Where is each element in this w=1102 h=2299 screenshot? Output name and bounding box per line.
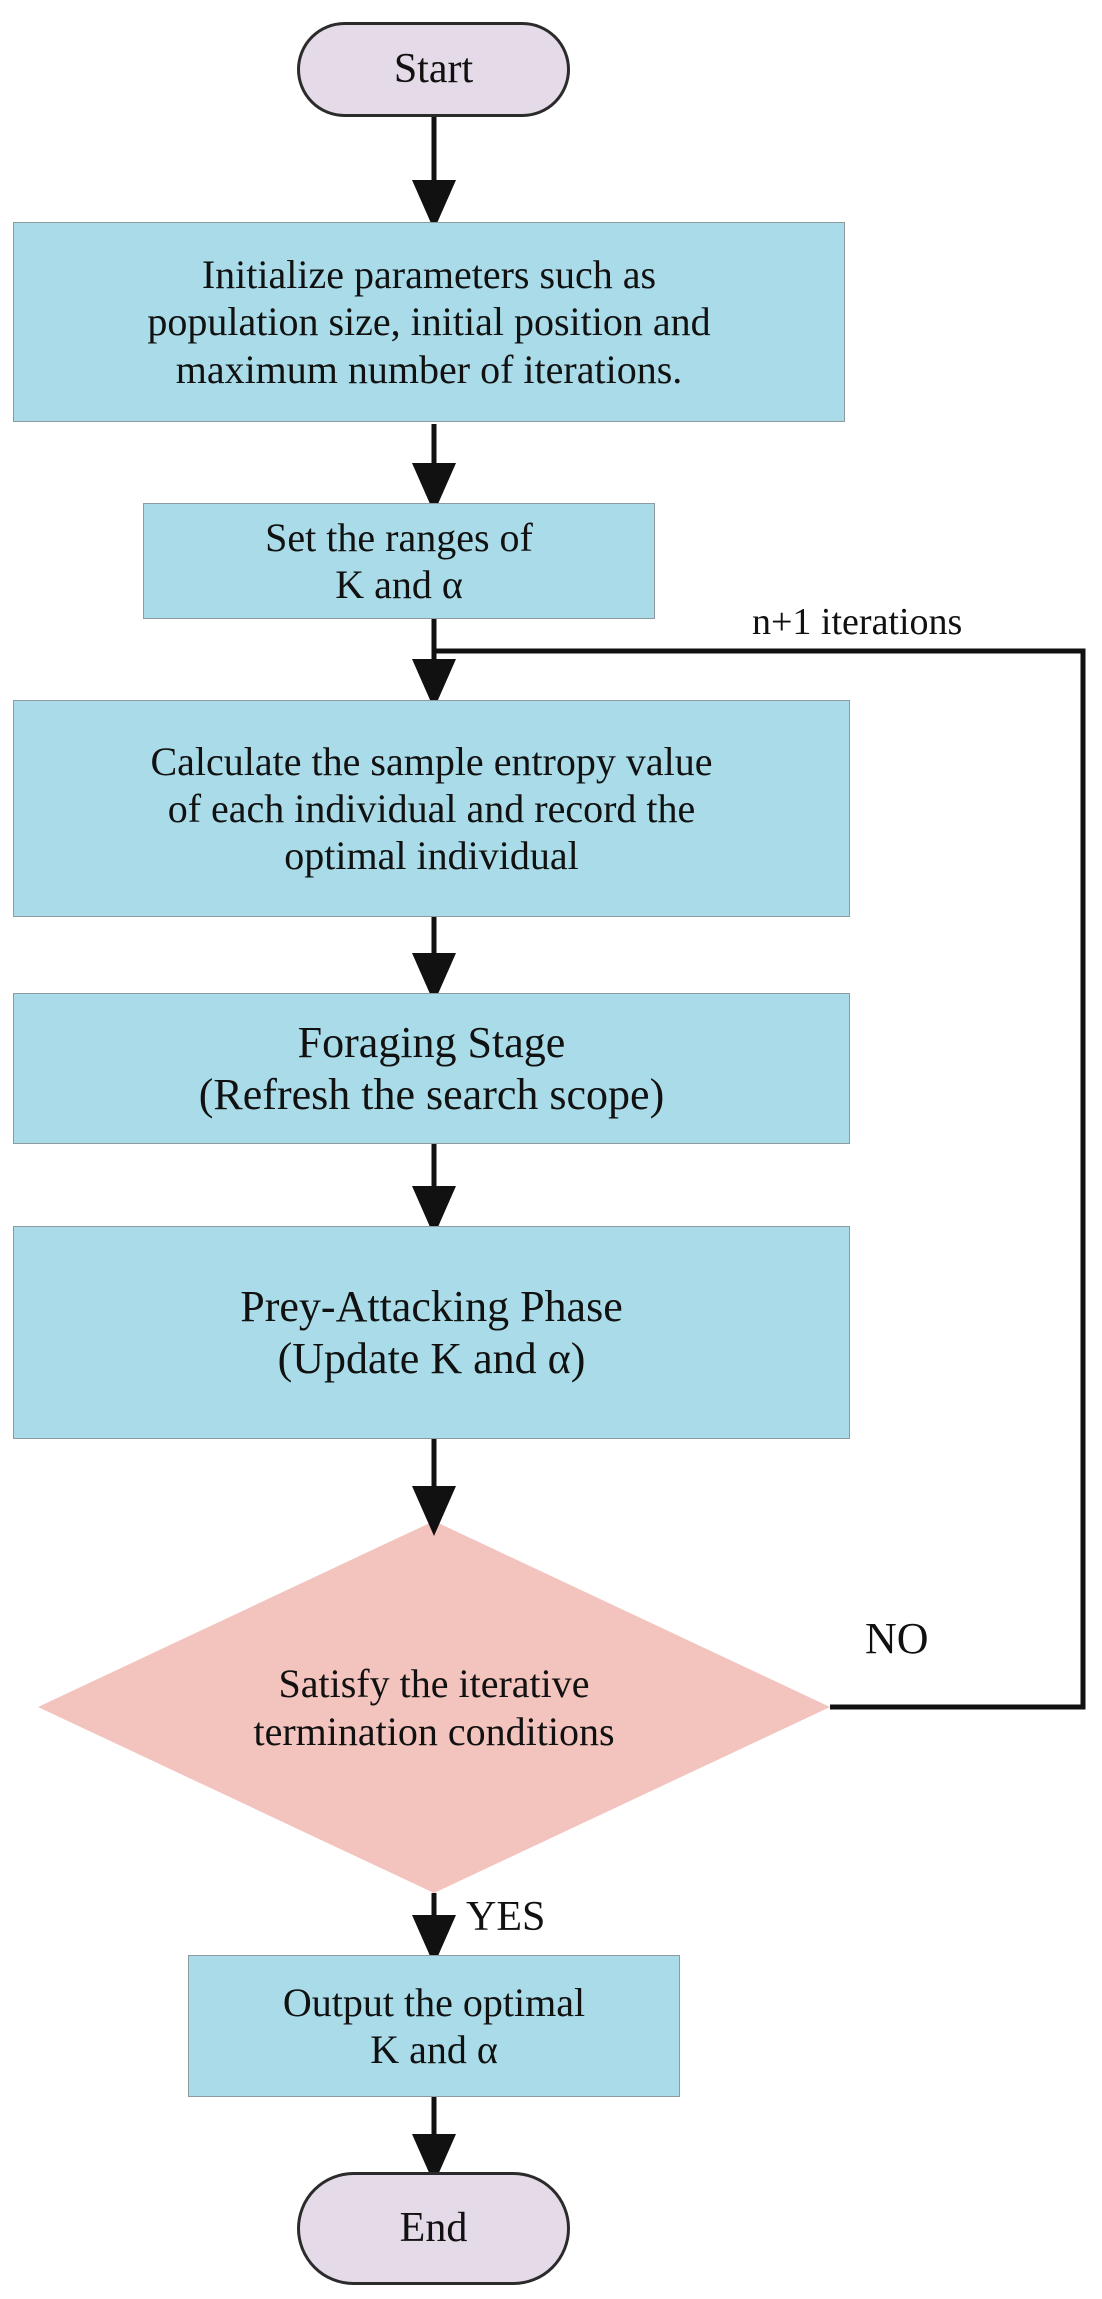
node-prey-attacking-phase[interactable]: Prey-Attacking Phase (Update K and α) (13, 1226, 850, 1439)
node-prey-attacking-phase-label: Prey-Attacking Phase (Update K and α) (240, 1281, 623, 1383)
edge-label-no: NO (865, 1614, 929, 1663)
node-output-optimal[interactable]: Output the optimal K and α (188, 1955, 680, 2097)
node-start[interactable]: Start (297, 22, 570, 117)
node-calculate-entropy[interactable]: Calculate the sample entropy value of ea… (13, 700, 850, 917)
node-set-ranges-label: Set the ranges of K and α (265, 514, 533, 607)
node-end[interactable]: End (297, 2172, 570, 2285)
node-end-label: End (399, 2204, 468, 2251)
edge-label-iterations: n+1 iterations (752, 601, 963, 643)
node-calculate-entropy-label: Calculate the sample entropy value of ea… (150, 738, 713, 879)
node-foraging-stage-label: Foraging Stage (Refresh the search scope… (198, 1017, 665, 1119)
node-output-optimal-label: Output the optimal K and α (282, 1979, 586, 2072)
edge-label-yes: YES (466, 1894, 546, 1940)
node-initialize-parameters[interactable]: Initialize parameters such as population… (13, 222, 845, 422)
node-initialize-parameters-label: Initialize parameters such as population… (147, 252, 711, 392)
node-start-label: Start (393, 45, 474, 92)
node-set-ranges[interactable]: Set the ranges of K and α (143, 503, 655, 619)
node-decision-termination-label: Satisfy the iterative termination condit… (253, 1661, 615, 1754)
decision-diamond (38, 1521, 830, 1893)
edge-feedback-loop (434, 648, 1086, 1710)
node-decision-termination[interactable]: Satisfy the iterative termination condit… (84, 1630, 784, 1785)
node-foraging-stage[interactable]: Foraging Stage (Refresh the search scope… (13, 993, 850, 1144)
